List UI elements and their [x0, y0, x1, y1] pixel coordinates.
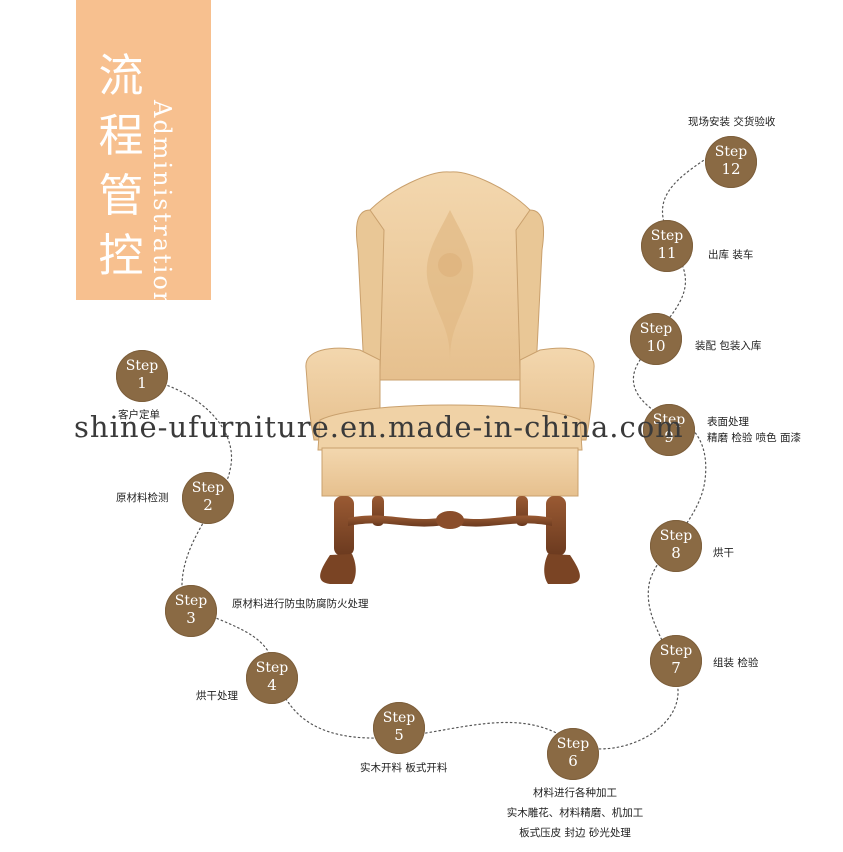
step-11-badge: Step 11 — [641, 220, 693, 272]
step-7-badge: Step 7 — [650, 635, 702, 687]
step-4-label: 烘干处理 — [196, 690, 238, 702]
step-9-label: 表面处理 精磨 检验 喷色 面漆 — [707, 416, 802, 444]
page-subtitle: Administration — [148, 100, 176, 310]
step-2-badge: Step 2 — [182, 472, 234, 524]
header-panel — [76, 0, 211, 300]
step-12-badge: Step 12 — [705, 136, 757, 188]
step-5-badge: Step 5 — [373, 702, 425, 754]
step-8-label: 烘干 — [713, 547, 734, 559]
step-3-badge: Step 3 — [165, 585, 217, 637]
title-char-4: 控 — [98, 229, 144, 282]
step-11-label: 出库 装车 — [708, 249, 754, 261]
step-9-badge: Step 9 — [643, 404, 695, 456]
step-6-badge: Step 6 — [547, 728, 599, 780]
step-5-label: 实木开料 板式开料 — [360, 762, 448, 774]
step-10-label: 装配 包装入库 — [695, 340, 762, 352]
step-7-label: 组装 检验 — [713, 657, 759, 669]
step-2-label: 原材料检测 — [116, 492, 169, 504]
title-char-1: 流 — [98, 49, 144, 102]
armchair-illustration — [305, 171, 595, 584]
step-1-badge: Step 1 — [116, 350, 168, 402]
page-title: 流 程 管 控 — [96, 46, 146, 286]
watermark-text: shine-ufurniture.en.made-in-china.com — [74, 410, 684, 444]
step-8-badge: Step 8 — [650, 520, 702, 572]
step-3-label: 原材料进行防虫防腐防火处理 — [232, 598, 369, 610]
step-10-badge: Step 10 — [630, 313, 682, 365]
title-char-2: 程 — [98, 109, 144, 162]
dotted-connector — [141, 149, 736, 750]
title-char-3: 管 — [98, 169, 144, 222]
step-12-label: 现场安装 交货验收 — [688, 116, 776, 128]
step-1-label: 客户定单 — [118, 409, 160, 421]
step-6-label: 材料进行各种加工 实木雕花、材料精磨、机加工 板式压皮 封边 砂光处理 — [506, 787, 644, 839]
step-4-badge: Step 4 — [246, 652, 298, 704]
